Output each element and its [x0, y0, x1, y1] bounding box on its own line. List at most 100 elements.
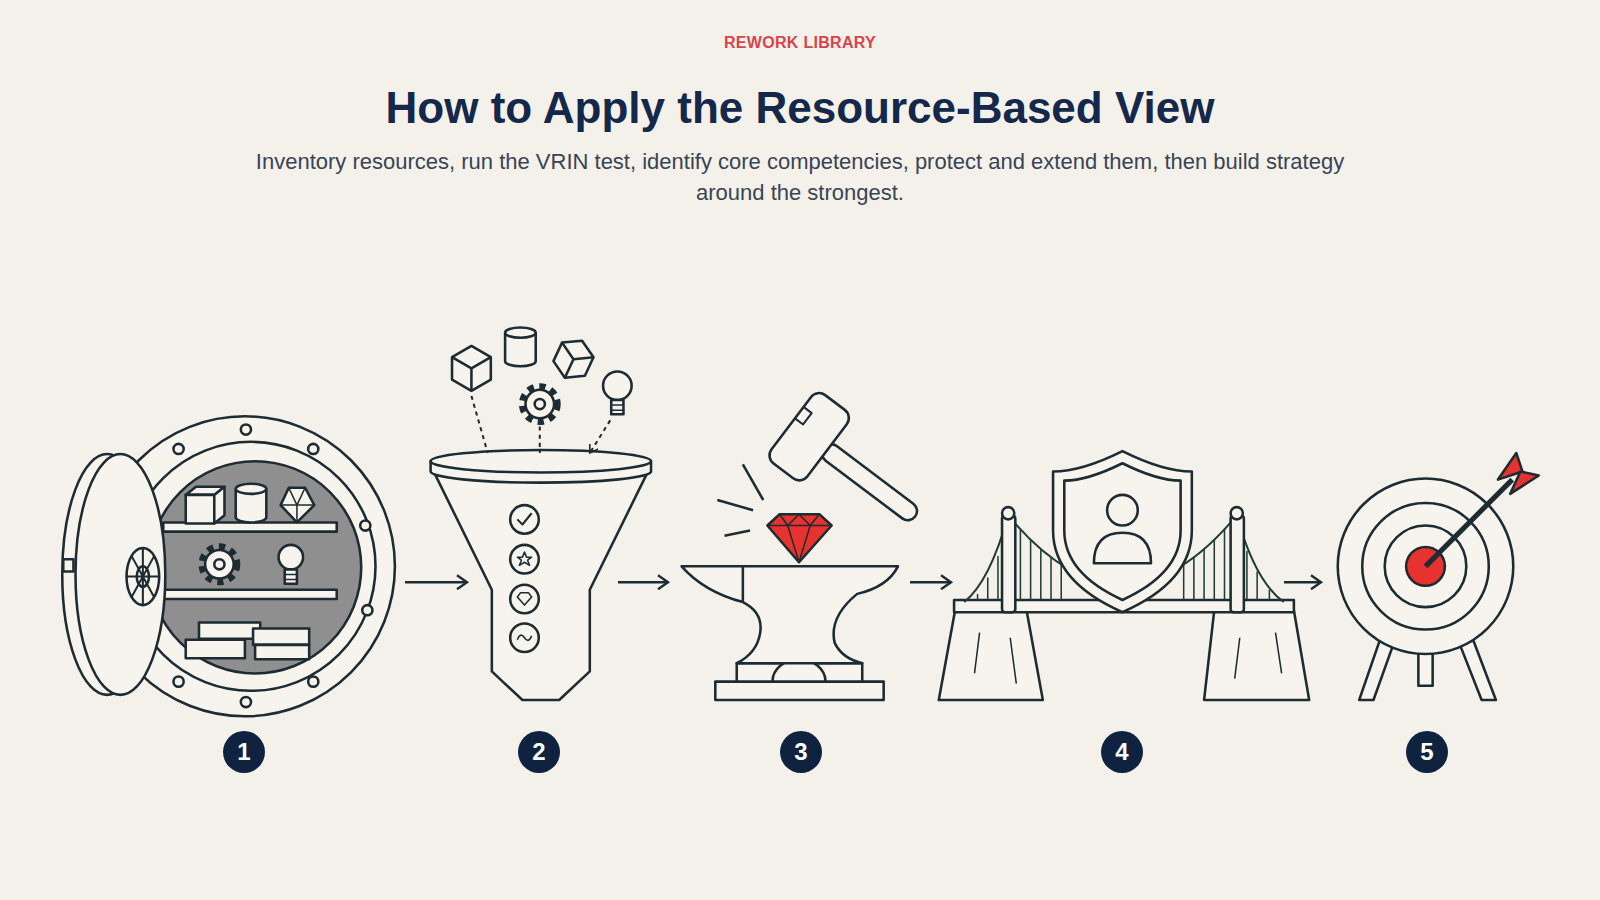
funnel-illustration-part: [535, 399, 545, 409]
funnel-illustration-part: [522, 387, 557, 422]
bridge-illustration-part: [1231, 515, 1244, 612]
kicker-label: REWORK LIBRARY: [0, 34, 1600, 52]
flow-arrow: [405, 581, 467, 583]
page-caption: Inventory resources, run the VRIN test, …: [240, 146, 1360, 208]
step-number: 3: [780, 731, 822, 773]
funnel-illustration-part: [452, 357, 491, 391]
vault-illustration-part: [63, 559, 73, 571]
bridge-illustration: [939, 451, 1309, 700]
funnel-illustration-part: [517, 552, 531, 565]
bridge-illustration-part: [974, 633, 1016, 684]
anvil-illustration-part: [767, 514, 831, 562]
funnel-illustration-part: [510, 505, 539, 534]
vault-illustration-part: [285, 574, 297, 579]
bridge-illustration-part: [1094, 533, 1151, 564]
funnel-illustration-part: [517, 635, 531, 640]
funnel-illustration-part: [510, 623, 539, 652]
vault-illustration-part: [255, 645, 309, 659]
step-number: 4: [1101, 731, 1143, 773]
funnel-illustration-part: [517, 593, 531, 605]
step-node: 5: [1321, 320, 1540, 780]
vault-illustration-part: [205, 550, 234, 579]
funnel-illustration-part: [505, 328, 536, 338]
vault-illustration-part: [199, 622, 260, 638]
funnel-illustration-part-part: [549, 333, 598, 385]
bridge-illustration-part: [1002, 515, 1015, 612]
funnel-illustration-part: [603, 371, 632, 400]
bridge-illustration-part: [1064, 463, 1180, 600]
bridge-illustration-part: [1107, 495, 1138, 526]
vault-illustration-part: [360, 520, 370, 530]
vault-illustration-part: [241, 424, 251, 434]
bridge-illustration-part: [1053, 451, 1192, 612]
flow-arrow: [1284, 581, 1321, 583]
target-illustration-part: [1338, 479, 1514, 655]
step-number: 5: [1406, 731, 1448, 773]
bridge-illustration-part: [1235, 633, 1282, 679]
funnel-illustration-part: [611, 405, 623, 410]
vault-illustration-part: [127, 548, 160, 605]
target-illustration-part: [1510, 471, 1539, 493]
target-illustration-part: [1418, 653, 1432, 686]
vault-illustration-part: [308, 677, 318, 687]
vault-illustration-part: [281, 488, 315, 523]
vault-illustration-part: [127, 548, 160, 605]
funnel-illustration-part: [432, 467, 650, 700]
vault-illustration-part: [285, 569, 297, 583]
bridge-illustration-part: [1231, 507, 1243, 519]
bridge-illustration-part: [939, 610, 1043, 700]
vault-illustration-part: [253, 629, 309, 645]
vault-illustration-part: [186, 495, 215, 524]
funnel-illustration-part: [517, 513, 531, 524]
funnel-illustration-part: [549, 333, 598, 385]
step-node: 4: [951, 320, 1284, 780]
anvil-illustration-part-part: [795, 407, 812, 425]
target-illustration-part: [1459, 641, 1496, 700]
vault-illustration-part: [163, 590, 336, 599]
vault-illustration-part: [362, 605, 372, 615]
bridge-illustration-part: [1002, 507, 1014, 519]
anvil-illustration-part: [767, 514, 831, 562]
target-illustration-part: [1426, 480, 1513, 567]
vault-illustration-part: [241, 697, 251, 707]
flow-arrow: [910, 581, 951, 583]
vault-illustration: [62, 416, 395, 716]
vault-illustration-part: [173, 677, 183, 687]
vault-illustration-part: [214, 559, 224, 569]
vault-illustration-part: [281, 488, 315, 523]
anvil-illustration-part: [682, 566, 898, 663]
vault-illustration-part: [202, 547, 237, 582]
anvil-illustration: [682, 389, 941, 700]
anvil-illustration-part-part: [818, 440, 920, 523]
target-illustration: [1338, 453, 1539, 700]
funnel-illustration-part: [471, 396, 610, 453]
step-node: 1: [60, 320, 405, 780]
vault-illustration-part: [76, 454, 166, 695]
funnel-illustration: [431, 328, 651, 700]
step-number: 2: [518, 731, 560, 773]
vault-illustration-part: [308, 444, 318, 454]
target-illustration-part: [1359, 641, 1394, 700]
anvil-illustration-part: [742, 566, 745, 602]
funnel-illustration-part: [452, 346, 491, 391]
funnel-illustration-part-part: [549, 343, 593, 385]
anvil-illustration-part-part: [765, 389, 852, 484]
funnel-illustration-part: [510, 585, 539, 614]
anvil-illustration-part: [715, 682, 883, 700]
funnel-illustration-part: [510, 545, 539, 574]
page-title: How to Apply the Resource-Based View: [0, 80, 1600, 136]
step-node: 2: [467, 320, 618, 780]
step-node: 3: [668, 320, 910, 780]
vault-illustration-part: [149, 461, 361, 673]
vault-illustration-part: [279, 545, 303, 569]
step-number: 1: [223, 731, 265, 773]
anvil-illustration-part: [717, 464, 763, 535]
anvil-illustration-part: [765, 389, 940, 551]
funnel-illustration-part: [611, 400, 623, 414]
bridge-illustration-part: [1204, 610, 1309, 700]
vault-illustration-part: [214, 487, 224, 524]
flow-arrow: [618, 581, 668, 583]
vault-illustration-part: [186, 640, 245, 658]
vault-illustration-part: [236, 484, 267, 494]
